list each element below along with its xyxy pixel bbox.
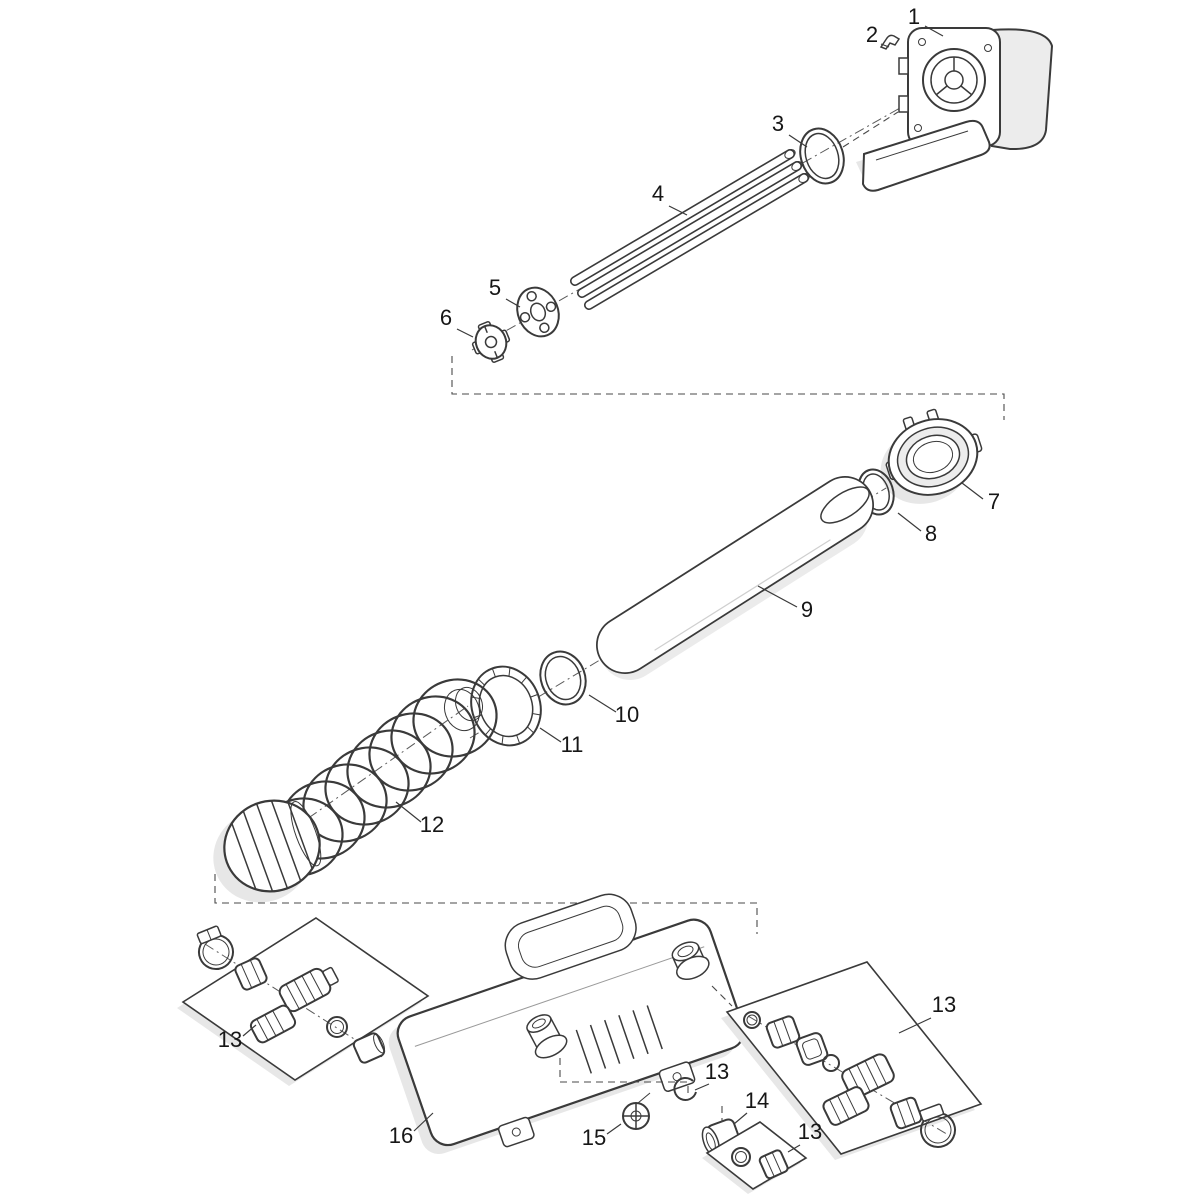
part-7-bayonet-ring <box>880 408 983 504</box>
leader-spring <box>395 801 422 823</box>
assembly-connector-lines-bottom <box>559 985 733 1122</box>
leader-hose-kit-left <box>242 1024 257 1037</box>
part-label-quartz-glass-tube: 9 <box>801 597 813 622</box>
fan-opening-icon <box>922 48 986 112</box>
part-label-nut-kit-bottom: 13 <box>798 1119 822 1144</box>
leader-bayonet-ring <box>961 482 984 500</box>
nut-kit-box-bottom <box>702 1121 808 1194</box>
union-nut-bottom <box>758 1149 789 1180</box>
leader-lamp-holder-disc <box>505 298 521 308</box>
part-label-spring: 12 <box>420 812 444 837</box>
leader-outlet-fitting <box>733 1112 748 1125</box>
hose-tail-large <box>278 966 339 1013</box>
part-15-impeller <box>622 1092 651 1130</box>
part-label-uv-lamp-tubes: 4 <box>652 181 664 206</box>
part-label-housing: 16 <box>389 1123 413 1148</box>
leader-head-unit <box>924 25 944 37</box>
part-label-locking-ring: 11 <box>561 732 584 757</box>
part-13-clip-ring <box>673 1076 697 1101</box>
housing-outlet-port <box>671 941 710 981</box>
part-11-locking-ring <box>470 665 542 747</box>
part-label-retaining-clip: 2 <box>866 22 878 47</box>
leader-uv-lamp-tubes <box>668 205 688 216</box>
leader-locking-ring <box>539 727 562 743</box>
part-4-uv-lamp-tubes <box>570 149 810 310</box>
part-1-head-unit <box>856 27 1054 192</box>
housing-inlet-port <box>526 1014 568 1059</box>
leader-o-ring-head <box>788 134 808 148</box>
part-label-o-ring-head: 3 <box>772 111 784 136</box>
part-label-impeller: 15 <box>582 1125 606 1150</box>
hose-elbow <box>352 1032 386 1064</box>
part-label-outlet-fitting: 14 <box>745 1088 769 1113</box>
housing-top-cover <box>504 893 637 980</box>
part-16-housing <box>388 893 746 1155</box>
part-6-lamp-socket <box>471 321 511 363</box>
part-5-lamp-holder-disc <box>516 286 560 338</box>
o-ring-small <box>326 1016 348 1038</box>
union-nut-right <box>889 1096 923 1130</box>
part-label-lamp-socket: 6 <box>440 305 452 330</box>
part-label-hose-kit-right: 13 <box>932 992 956 1017</box>
assembly-connector-lines <box>214 111 1005 934</box>
part-label-clip-ring: 13 <box>705 1059 729 1084</box>
leader-impeller <box>606 1123 622 1135</box>
part-12-spring <box>213 678 498 903</box>
leader-clip-ring <box>694 1083 710 1091</box>
head-casing <box>991 28 1054 151</box>
part-2-retaining-clip <box>879 34 901 50</box>
leader-o-ring-glass <box>588 694 617 713</box>
leader-lamp-socket <box>456 328 474 338</box>
hose-clamp-right <box>919 1103 956 1148</box>
hose-tail-small-right <box>822 1086 870 1126</box>
leader-housing <box>413 1112 434 1132</box>
hose-clamp <box>196 925 234 970</box>
leader-hose-kit-right <box>898 1017 932 1034</box>
part-9-quartz-glass-tube <box>596 476 874 680</box>
leader-nut-kit-bottom <box>787 1144 801 1153</box>
spring-end-cap <box>223 799 322 893</box>
part-3-o-ring <box>799 127 845 185</box>
part-label-bayonet-ring: 7 <box>988 489 1000 514</box>
part-label-lamp-holder-disc: 5 <box>489 275 501 300</box>
part-10-o-ring <box>539 650 587 706</box>
housing-vent-slots <box>575 1005 663 1074</box>
hose-tail-small <box>249 1004 297 1044</box>
hose-connection-kit-right <box>721 961 983 1160</box>
union-nut <box>234 957 268 991</box>
leader-o-ring-tube <box>897 512 922 532</box>
leader-retaining-clip <box>880 43 890 48</box>
part-label-o-ring-tube: 8 <box>925 521 937 546</box>
threaded-adapter <box>765 1015 801 1049</box>
clear-adapter <box>795 1032 829 1066</box>
housing-foot-left <box>497 1116 535 1148</box>
hose-connection-kit-left <box>177 917 430 1086</box>
leader-quartz-glass-tube <box>757 585 798 608</box>
part-label-head-unit: 1 <box>908 4 920 29</box>
head-handle <box>861 119 991 192</box>
part-label-hose-kit-left: 13 <box>218 1027 242 1052</box>
part-label-o-ring-glass: 10 <box>615 702 639 727</box>
